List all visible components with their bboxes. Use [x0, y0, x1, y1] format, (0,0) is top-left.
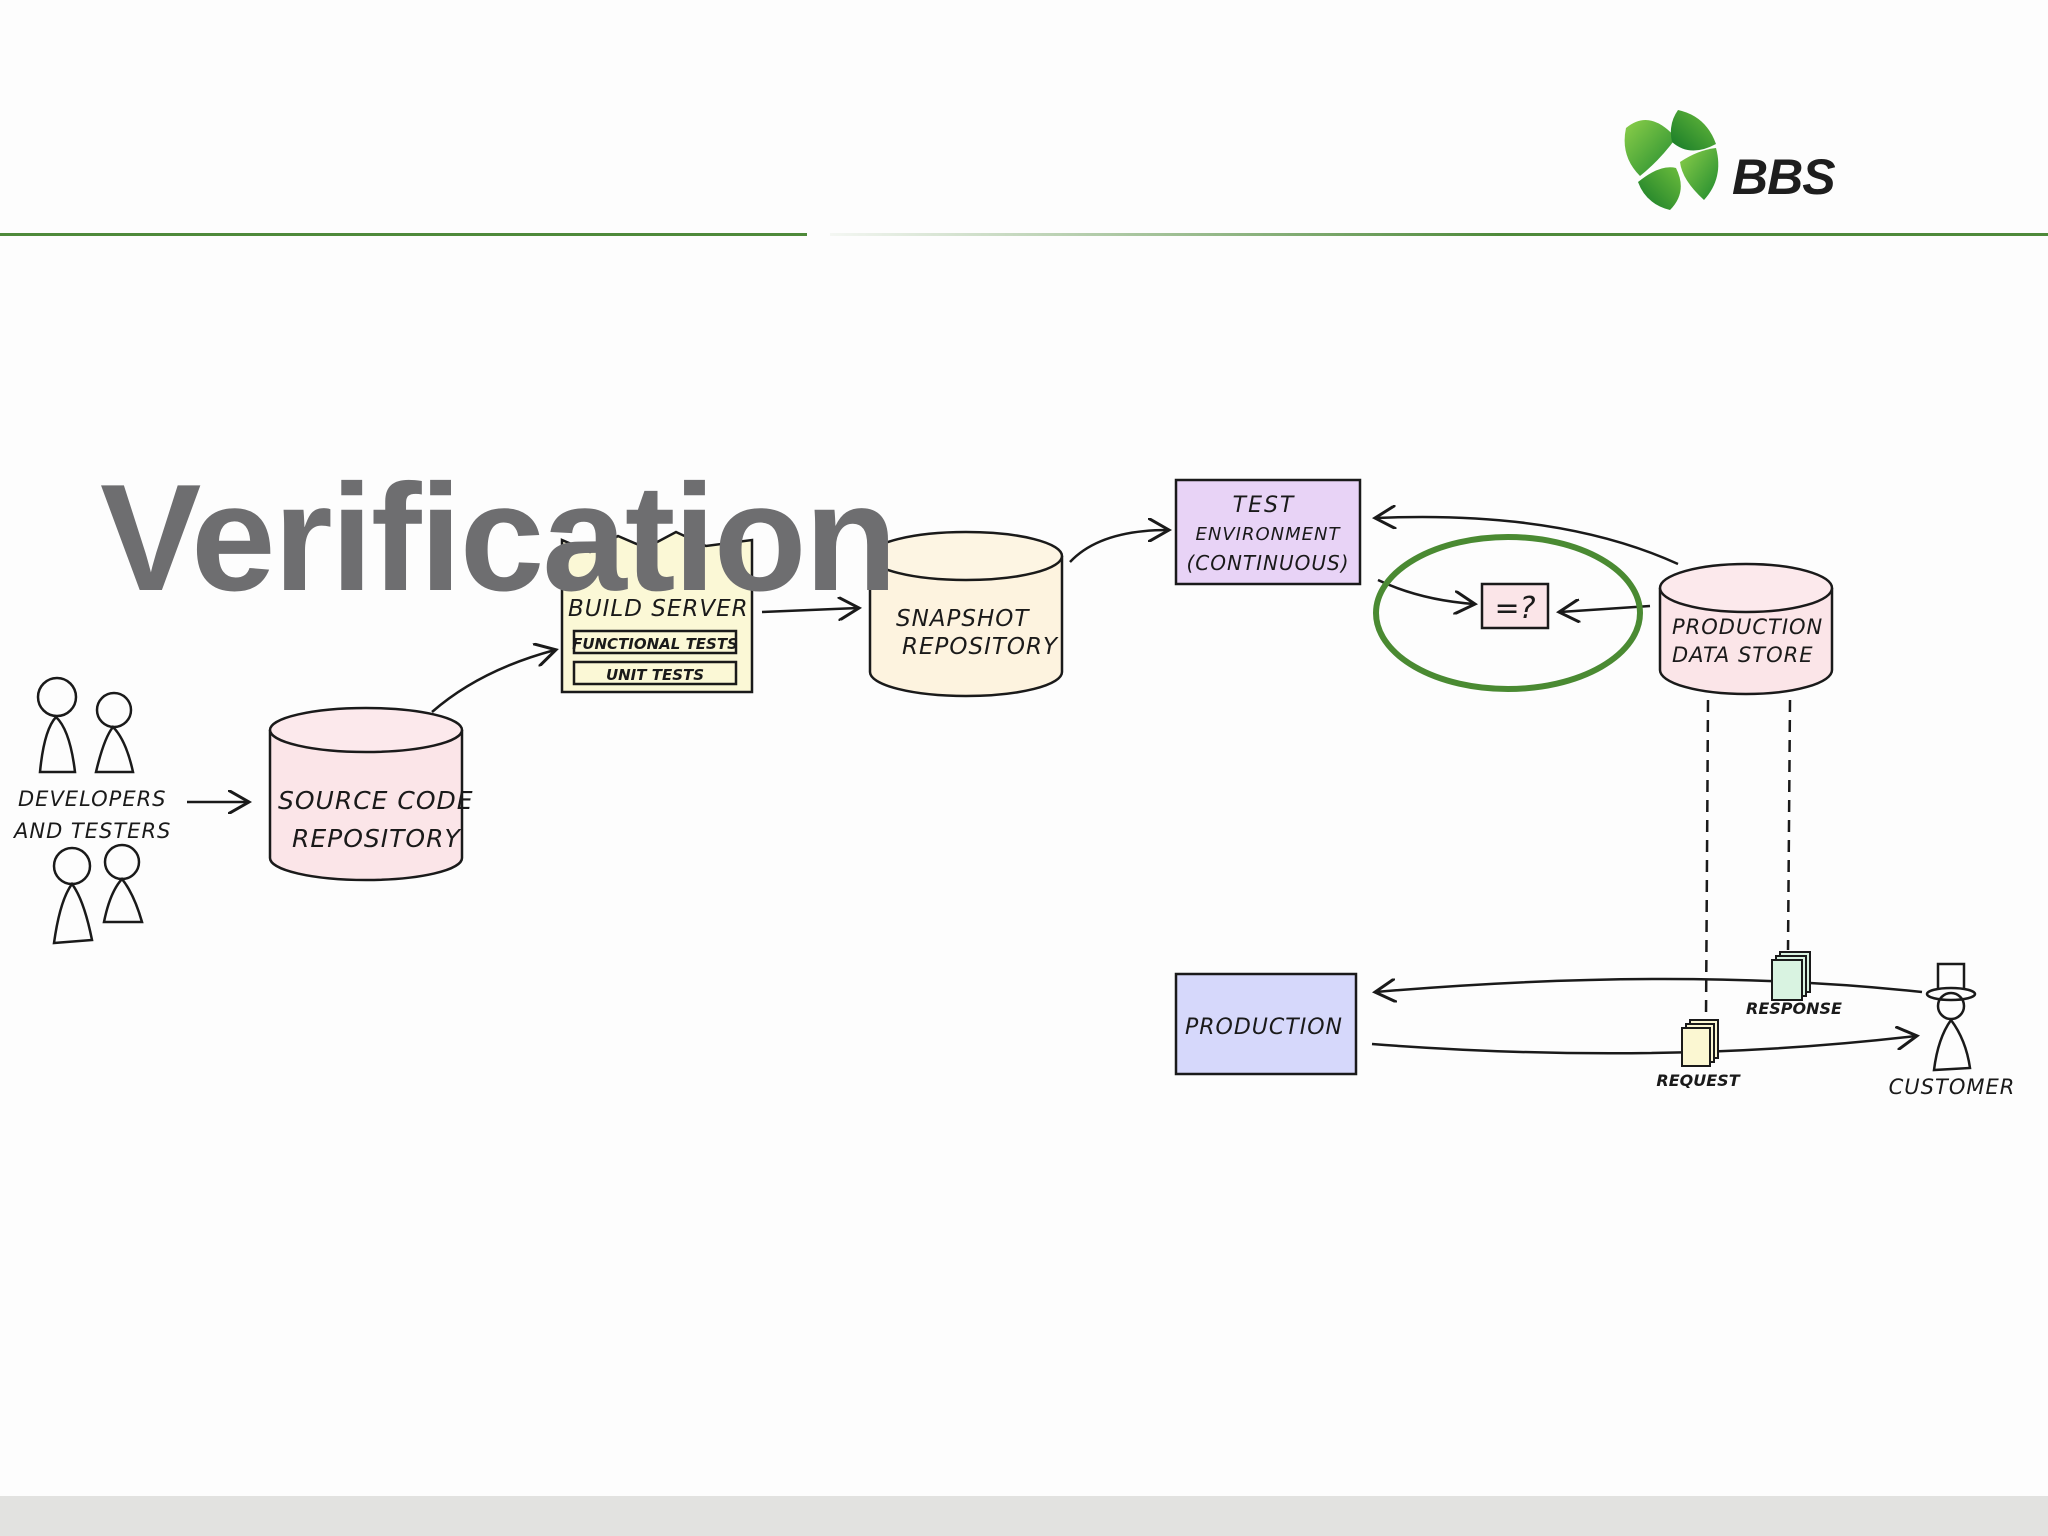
request-document-icon	[1681, 1019, 1719, 1067]
snapshot-repository: SNAPSHOT REPOSITORY	[868, 530, 1064, 698]
source-code-repository: SOURCE CODE REPOSITORY	[268, 706, 474, 882]
unit-tests-label: UNIT TESTS	[606, 666, 704, 684]
arrow-customer-to-production	[1376, 977, 1923, 992]
developers-figures	[36, 676, 144, 945]
build-server-label: BUILD SERVER	[568, 596, 749, 622]
request-capture-line	[1704, 699, 1710, 1019]
bbs-logo: BBS	[1620, 108, 1890, 212]
logo-wordmark: BBS	[1732, 149, 1836, 205]
arrow-datastore-to-test	[1376, 517, 1679, 566]
production-data-store: PRODUCTION DATA STORE	[1658, 562, 1834, 696]
test-env-label-line1: TEST	[1233, 493, 1296, 518]
production-label: PRODUCTION	[1185, 1015, 1343, 1040]
compare-label: =?	[1494, 591, 1535, 626]
functional-tests-label: FUNCTIONAL TESTS	[572, 635, 738, 653]
prod-store-label-line2: DATA STORE	[1672, 643, 1814, 667]
snapshot-label-line2: REPOSITORY	[902, 634, 1059, 660]
customer-label: CUSTOMER	[1889, 1075, 2016, 1099]
developers-label-line2: AND TESTERS	[12, 819, 171, 843]
arrow-production-to-customer	[1371, 1036, 1916, 1055]
arrow-test-to-compare	[1377, 578, 1474, 604]
request-label: REQUEST	[1656, 1071, 1740, 1090]
snapshot-label-line1: SNAPSHOT	[896, 606, 1030, 632]
source-repo-label-line1: SOURCE CODE	[278, 786, 474, 815]
compare-box: =?	[1480, 582, 1550, 630]
footer-band	[0, 1496, 2048, 1536]
test-environment: TEST ENVIRONMENT (CONTINUOUS)	[1174, 478, 1362, 586]
slide-title: Verification	[100, 453, 897, 623]
arrow-datastore-to-compare	[1560, 606, 1651, 612]
prod-store-label-line1: PRODUCTION	[1672, 615, 1823, 639]
test-env-label-line3: (CONTINUOUS)	[1186, 551, 1349, 575]
customer-figure	[1925, 962, 1977, 1072]
response-label: RESPONSE	[1746, 999, 1842, 1018]
response-capture-line	[1786, 699, 1792, 951]
arrow-build-to-snapshot	[761, 608, 858, 612]
source-repo-label-line2: REPOSITORY	[292, 824, 461, 853]
production-box: PRODUCTION	[1174, 972, 1358, 1076]
build-server: BUILD SERVER FUNCTIONAL TESTS UNIT TESTS	[560, 530, 754, 694]
header-rule-right	[830, 233, 2048, 236]
response-document-icon	[1771, 951, 1811, 1001]
arrow-snapshot-to-test	[1069, 530, 1168, 563]
header-rule-left	[0, 233, 807, 236]
highlight-ring	[1373, 534, 1643, 692]
bbs-logo-mark-icon	[1624, 110, 1719, 210]
developers-label-line1: DEVELOPERS	[18, 787, 167, 811]
arrow-source-to-build	[431, 650, 555, 713]
test-env-label-line2: ENVIRONMENT	[1196, 524, 1342, 545]
